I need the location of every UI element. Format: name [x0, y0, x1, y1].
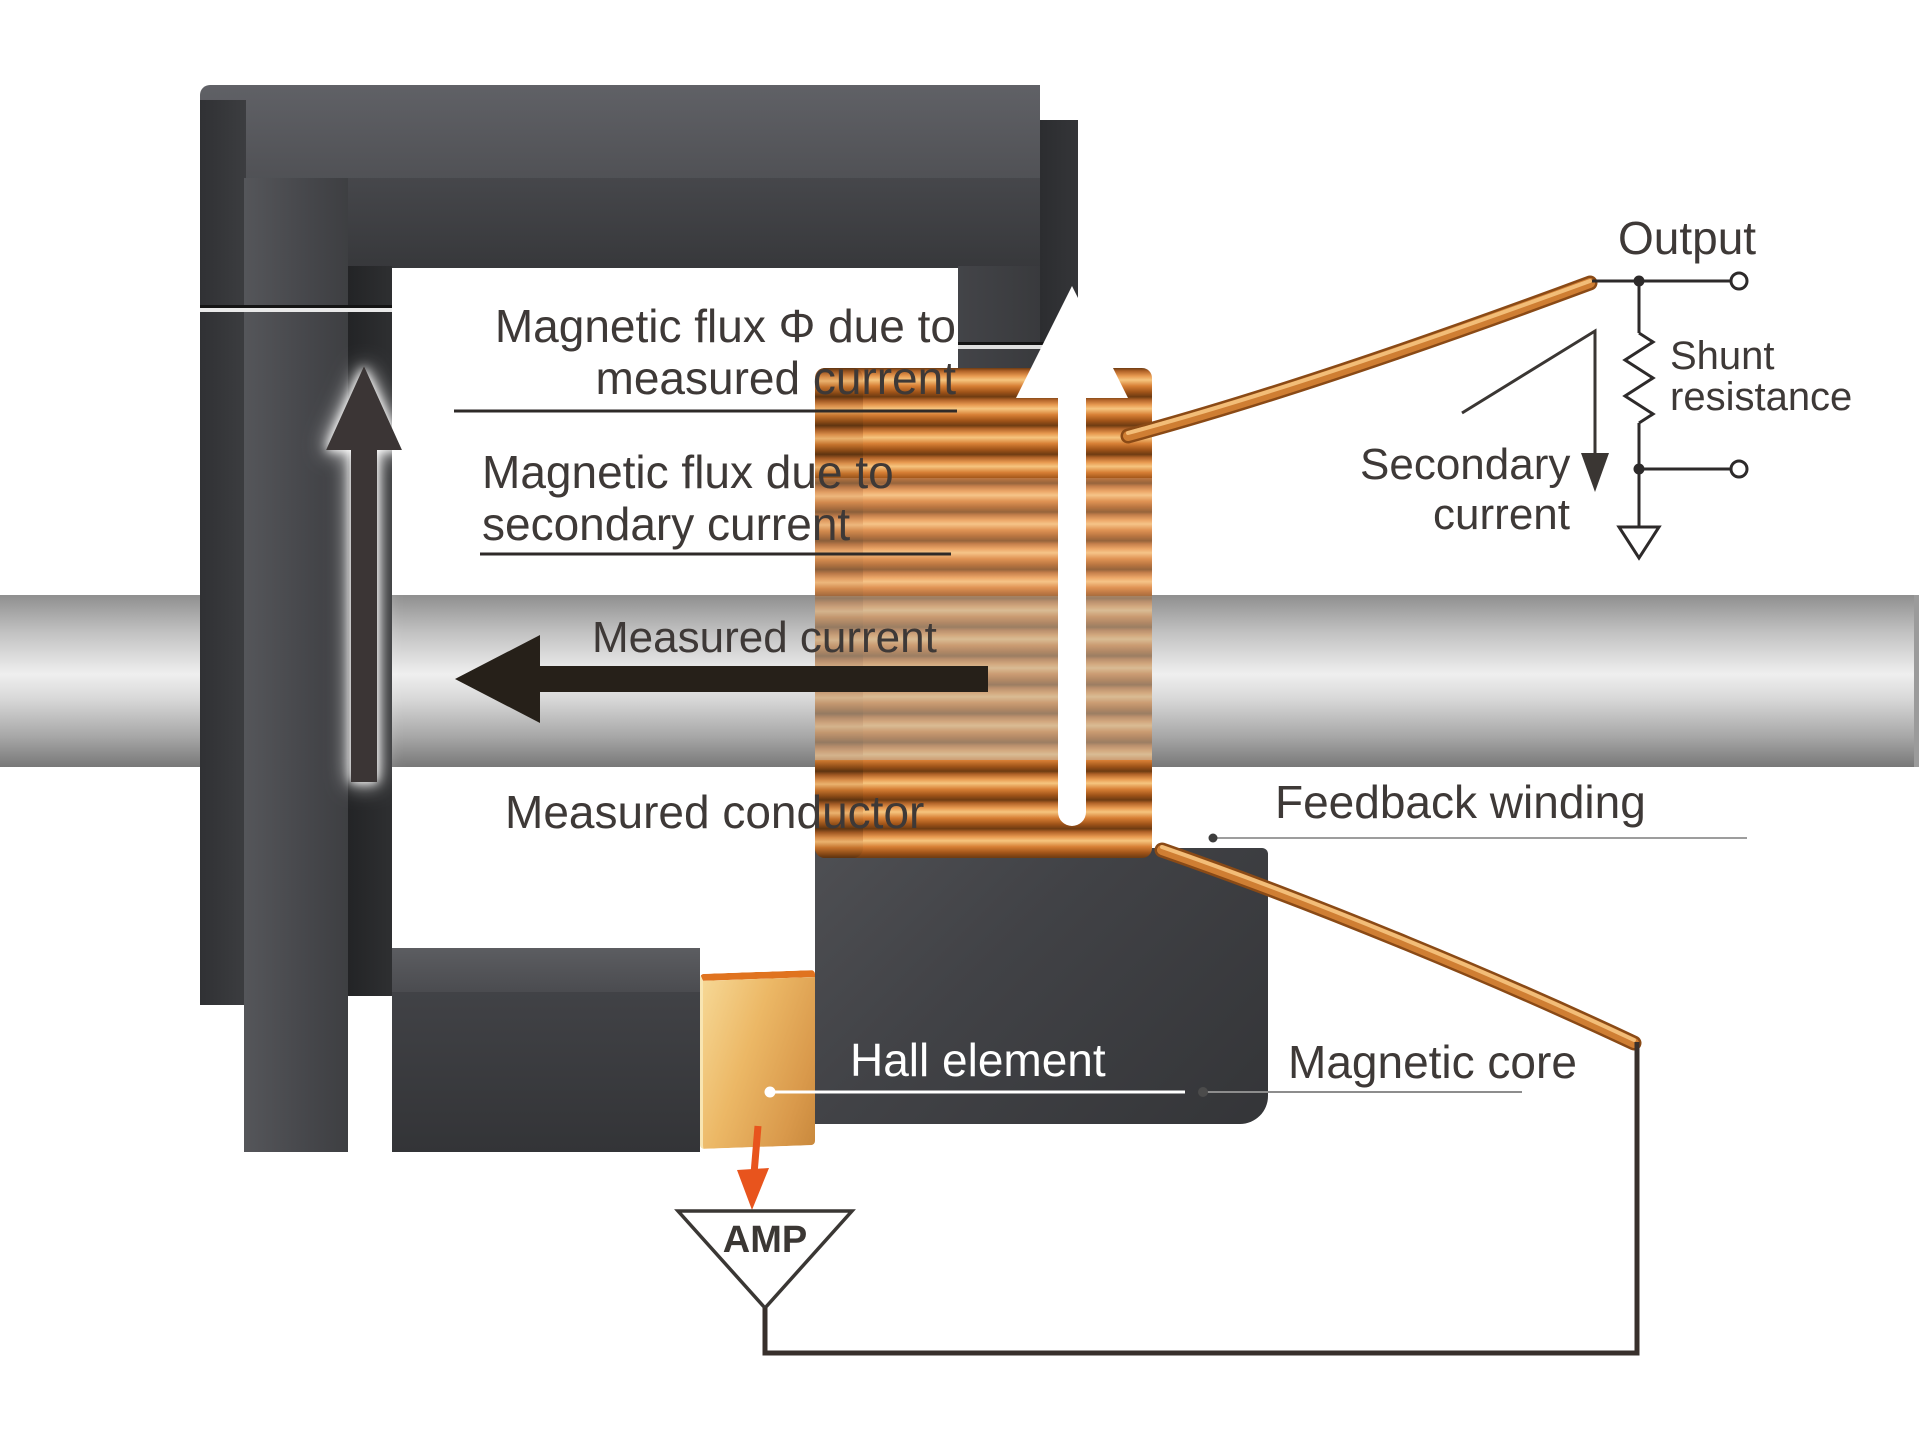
label-shunt-line2: resistance: [1670, 375, 1853, 419]
primary-flux-arrow-icon: [326, 366, 402, 782]
label-flux-primary: Magnetic flux Φ due to measured current: [420, 300, 956, 404]
measured-current-arrow-icon: [455, 635, 988, 723]
label-magnetic-core: Magnetic core: [1288, 1036, 1577, 1088]
label-flux-secondary-line1: Magnetic flux due to: [482, 446, 894, 498]
core-split-gap-right: [958, 345, 1078, 349]
circuit-junction-top: [1633, 275, 1645, 287]
label-flux-primary-line1: Magnetic flux Φ due to: [494, 300, 956, 352]
core-split-gap-left: [200, 308, 392, 312]
output-terminal-top-icon: [1729, 271, 1749, 291]
label-output: Output: [1618, 212, 1757, 264]
label-measured-conductor: Measured conductor: [505, 786, 925, 838]
label-flux-secondary-line2: secondary current: [482, 498, 851, 550]
label-feedback-winding: Feedback winding: [1275, 776, 1646, 828]
shunt-resistor-icon: [1622, 331, 1656, 425]
hall-signal-arrow-icon: [737, 1125, 769, 1210]
ground-icon: [1616, 525, 1662, 561]
magnetic-core-left-leg: [244, 178, 348, 1152]
secondary-wire-bottom: [1154, 842, 1642, 1051]
label-secondary-current-line2: current: [1433, 490, 1570, 539]
circuit-junction-bottom: [1633, 463, 1645, 475]
magnetic-core-right-leg: [958, 266, 1040, 378]
magnetic-core-top-bar: [240, 178, 1040, 268]
output-circuit: [1592, 271, 1749, 561]
label-hall-element: Hall element: [850, 1034, 1106, 1086]
core-split-line-left: [200, 305, 392, 308]
label-flux-secondary: Magnetic flux due to secondary current: [482, 446, 894, 550]
secondary-current-arrow-icon: [1461, 328, 1609, 492]
label-secondary-current: Secondary current: [1360, 440, 1570, 540]
feedback-winding-coil-mid-shade: [815, 478, 1152, 596]
label-shunt-resistance: Shunt resistance: [1670, 336, 1852, 418]
magnetic-core-leader: [1198, 1087, 1522, 1097]
feedback-path-line: [762, 1042, 1640, 1356]
output-terminal-bottom-icon: [1729, 459, 1749, 479]
hall-element-leader: [764, 1086, 1185, 1098]
label-flux-primary-line2: measured current: [595, 352, 957, 404]
amp-triangle-icon: [674, 1209, 856, 1311]
label-amp: AMP: [722, 1219, 808, 1261]
magnetic-core-left-side-face: [200, 100, 246, 1005]
magnetic-core-bottom-bar-left: [392, 992, 700, 1152]
feedback-winding-leader: [1208, 833, 1747, 843]
secondary-wire-top: [1120, 275, 1598, 444]
core-split-line-right: [958, 342, 1078, 345]
magnetic-core-top-face: [200, 85, 1040, 180]
magnetic-core-bottom-bar-top-face: [392, 948, 700, 994]
label-shunt-line1: Shunt: [1670, 334, 1775, 378]
magnetic-core-bottom-bar-right: [815, 848, 1268, 1124]
secondary-flux-arrow-icon: [1016, 286, 1128, 826]
label-measured-current: Measured current: [592, 613, 937, 662]
label-secondary-current-line1: Secondary: [1360, 440, 1571, 489]
